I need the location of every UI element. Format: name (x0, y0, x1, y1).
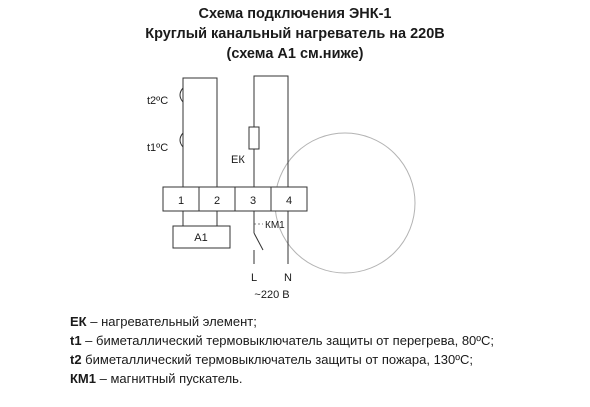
ek-label: ЕК (231, 154, 245, 166)
thermostat-loop-wire (182, 77, 218, 187)
terminal-2-label: 2 (214, 195, 220, 207)
heater-element-symbol (248, 126, 260, 150)
a1-module (172, 225, 231, 249)
km1-contact-symbol (253, 232, 264, 251)
n-label: N (284, 272, 292, 284)
legend-desc: биметаллический термовыключатель защиты … (81, 352, 474, 367)
legend-item-t1: t1 – биметаллический термовыключатель за… (70, 331, 585, 350)
legend-term: ЕК (70, 314, 87, 329)
t2-label: t2ºC (147, 95, 168, 107)
terminal-4-label: 4 (286, 195, 292, 207)
title-line-3: (схема А1 см.ниже) (226, 46, 364, 62)
legend-desc: – магнитный пускатель. (96, 371, 243, 386)
title-line-1: Схема подключения ЭНК-1 (198, 6, 392, 22)
t1-switch-symbol (179, 132, 184, 148)
t1-label: t1ºC (147, 142, 168, 154)
legend-item-ek: ЕК – нагревательный элемент; (70, 312, 585, 331)
legend-desc: – нагревательный элемент; (86, 314, 257, 329)
supply-label: ~220 В (254, 289, 289, 301)
km1-label: КМ1 (265, 220, 285, 231)
legend-item-t2: t2 биметаллический термовыключатель защи… (70, 350, 585, 369)
terminal-3-label: 3 (250, 195, 256, 207)
terminal-1-label: 1 (178, 195, 184, 207)
legend-item-km1: КМ1 – магнитный пускатель. (70, 369, 585, 388)
legend-term: t1 (70, 333, 82, 348)
l-label: L (251, 272, 257, 284)
a1-label: А1 (194, 232, 207, 244)
t2-switch-symbol (179, 87, 184, 103)
legend-term: КМ1 (70, 371, 96, 386)
legend-desc: – биметаллический термовыключатель защит… (81, 333, 495, 348)
legend-term: t2 (70, 352, 82, 367)
title-line-2: Круглый канальный нагреватель на 220В (145, 26, 445, 42)
